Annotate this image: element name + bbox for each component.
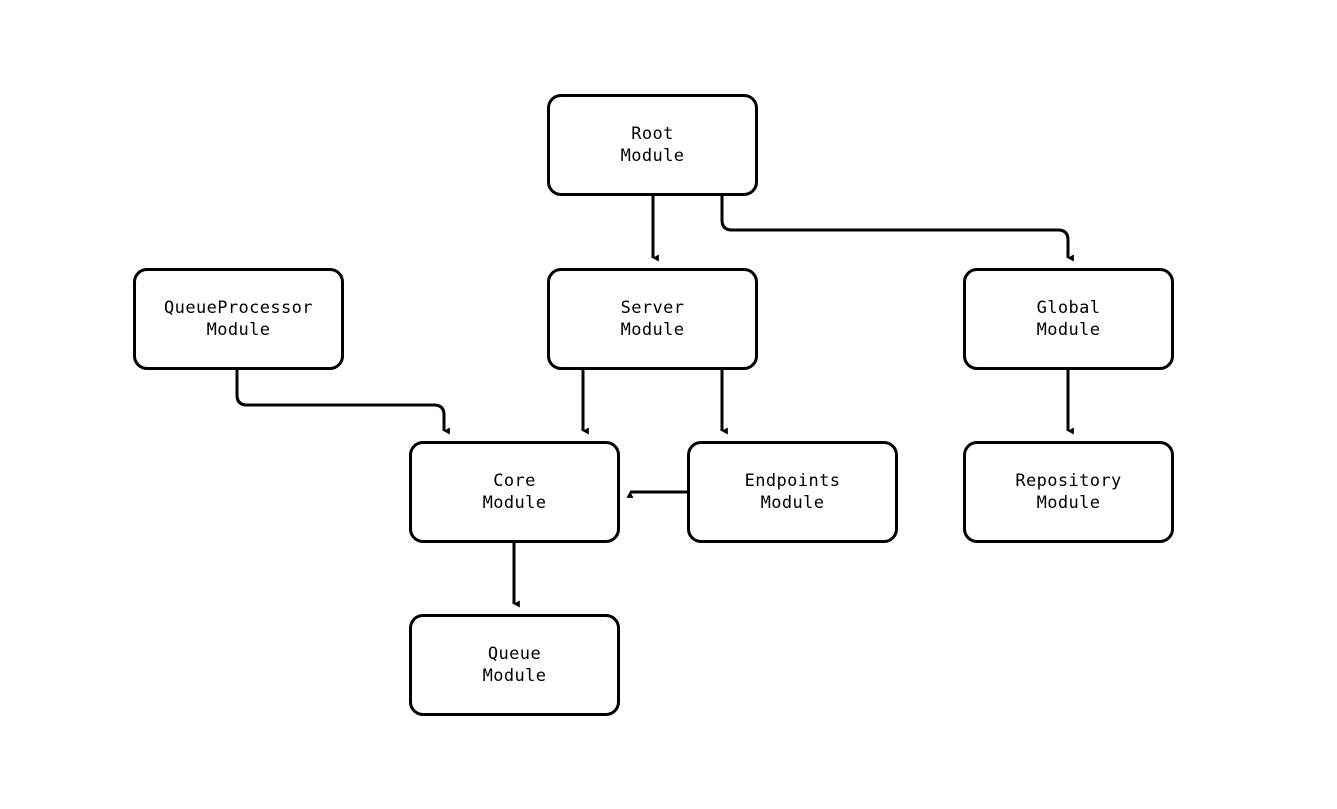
node-label-line2: Module bbox=[1036, 493, 1101, 513]
node-label-line2: Module bbox=[206, 320, 271, 340]
node-label-line1: Repository bbox=[1015, 471, 1122, 491]
edge-root-to-global bbox=[720, 196, 1074, 262]
node-label-line2: Module bbox=[482, 666, 547, 686]
node-label-line1: Root bbox=[631, 124, 674, 144]
node-label-line2: Module bbox=[620, 320, 685, 340]
edge-queueprocessor-to-core bbox=[235, 370, 450, 435]
node-label-line1: QueueProcessor bbox=[164, 298, 313, 318]
node-label-line2: Module bbox=[482, 493, 547, 513]
node-label-line2: Module bbox=[1036, 320, 1101, 340]
node-label-line1: Core bbox=[493, 471, 536, 491]
node-label-line1: Global bbox=[1036, 298, 1101, 318]
node-label-line2: Module bbox=[620, 146, 685, 166]
node-label-line1: Queue bbox=[487, 644, 542, 664]
node-label-line2: Module bbox=[760, 493, 825, 513]
node-label-line1: Server bbox=[620, 298, 685, 318]
node-label-line1: Endpoints bbox=[744, 471, 841, 491]
